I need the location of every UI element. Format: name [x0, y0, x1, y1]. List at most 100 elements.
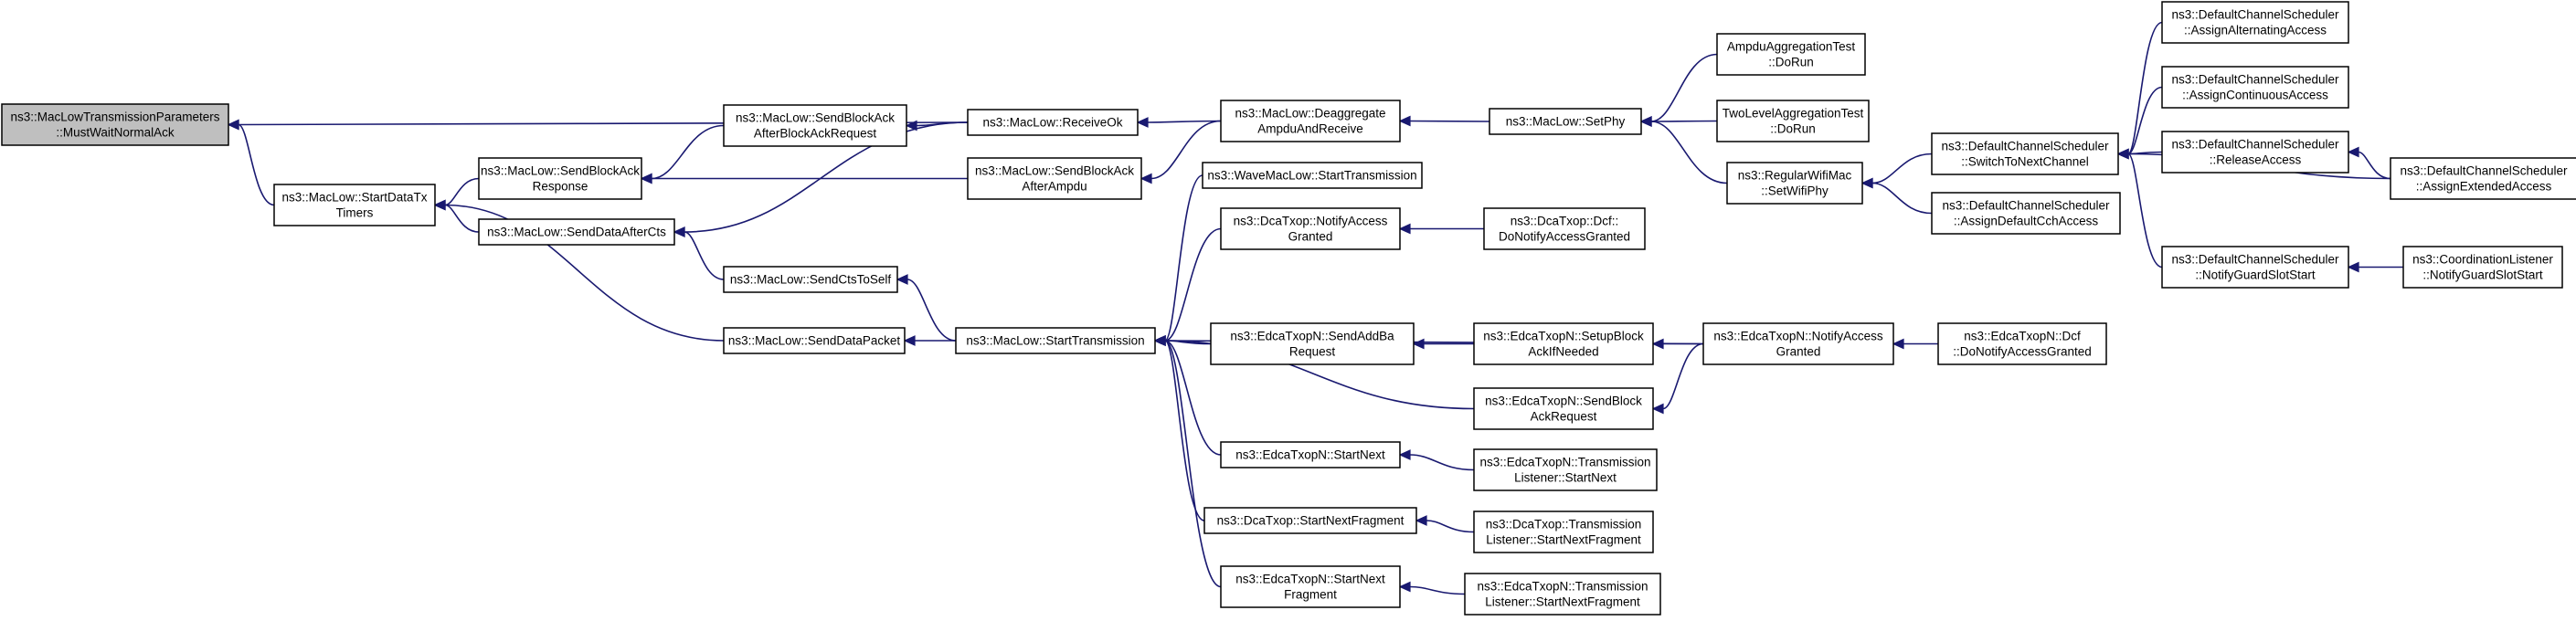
arrowhead [1136, 117, 1149, 128]
edge-line [2127, 153, 2163, 268]
node-label: ns3::DefaultChannelScheduler [2171, 138, 2339, 152]
graph-node-dca-start-next-fragment[interactable]: ns3::DcaTxop::StartNextFragment [1203, 507, 1417, 534]
node-label: ::DoRun [1768, 56, 1814, 69]
arrowhead [1140, 173, 1152, 184]
graph-node-regular-wifi-mac[interactable]: ns3::RegularWifiMac::SetWifiPhy [1726, 162, 1863, 205]
node-box [1931, 132, 2119, 175]
graph-node-receive-ok[interactable]: ns3::MacLow::ReceiveOk [967, 109, 1139, 136]
node-box [1203, 507, 1417, 534]
edge-line [1426, 520, 1475, 533]
edge-regularWifiMac-to-setPhy [1639, 116, 1728, 184]
graph-node-edca-notify-access[interactable]: ns3::EdcaTxopN::NotifyAccessGranted [1702, 322, 1894, 365]
graph-node-ampdu-test[interactable]: AmpduAggregationTest::DoRun [1716, 33, 1866, 76]
graph-node-assign-alternating[interactable]: ns3::DefaultChannelScheduler::AssignAlte… [2161, 1, 2349, 44]
graph-node-edca-start-next-fragment[interactable]: ns3::EdcaTxopN::StartNextFragment [1220, 565, 1401, 608]
arrowhead [1412, 338, 1425, 350]
node-box [1473, 322, 1654, 365]
node-label: Listener::StartNextFragment [1486, 533, 1641, 547]
node-label: ns3::DcaTxop::Transmission [1486, 518, 1642, 532]
node-label: ns3::EdcaTxopN::SetupBlock [1483, 330, 1644, 343]
edge-line [1409, 585, 1466, 595]
graph-node-coord-listener[interactable]: ns3::CoordinationListener::NotifyGuardSl… [2402, 246, 2563, 289]
node-label: ns3::RegularWifiMac [1738, 169, 1852, 183]
edge-line [1650, 53, 1718, 122]
graph-node-root[interactable]: ns3::MacLowTransmissionParameters::MustW… [1, 103, 229, 146]
edge-line [1164, 340, 1222, 456]
node-label: AfterBlockAckRequest [754, 127, 877, 141]
node-label: ::NotifyGuardSlotStart [2422, 268, 2543, 282]
graph-node-assign-extended[interactable]: ns3::DefaultChannelScheduler::AssignExte… [2390, 157, 2576, 200]
graph-node-wave-start-tx[interactable]: ns3::WaveMacLow::StartTransmission [1202, 162, 1423, 189]
graph-node-edca-dcf-do-notify[interactable]: ns3::EdcaTxopN::Dcf::DoNotifyAccessGrant… [1937, 322, 2107, 365]
graph-node-switch-to-next-channel[interactable]: ns3::DefaultChannelScheduler::SwitchToNe… [1931, 132, 2119, 175]
graph-node-notify-guard-slot-start[interactable]: ns3::DefaultChannelScheduler::NotifyGuar… [2161, 246, 2349, 289]
node-label: ns3::MacLow::StartTransmission [966, 334, 1144, 348]
node-box [967, 157, 1142, 200]
graph-node-dca-notify-access-granted[interactable]: ns3::DcaTxop::NotifyAccessGranted [1220, 207, 1401, 250]
edge-line [1650, 121, 1728, 184]
node-label: AmpduAndReceive [1257, 122, 1363, 136]
node-label: ns3::DcaTxop::StartNextFragment [1217, 514, 1405, 528]
graph-node-assign-default-cch[interactable]: ns3::DefaultChannelScheduler::AssignDefa… [1931, 192, 2121, 235]
node-label: ns3::DcaTxop::NotifyAccess [1234, 215, 1388, 228]
graph-node-assign-continuous[interactable]: ns3::DefaultChannelScheduler::AssignCont… [2161, 66, 2349, 109]
graph-node-dcf-do-notify[interactable]: ns3::DcaTxop::Dcf::DoNotifyAccessGranted [1483, 207, 1646, 250]
graph-node-set-phy[interactable]: ns3::MacLow::SetPhy [1489, 108, 1642, 135]
graph-node-send-data-packet[interactable]: ns3::MacLow::SendDataPacket [723, 327, 906, 354]
node-label: ns3::EdcaTxopN::NotifyAccess [1713, 330, 1883, 343]
node-label: AckRequest [1531, 410, 1597, 424]
graph-node-edca-tx-listener-fragment[interactable]: ns3::EdcaTxopN::TransmissionListener::St… [1464, 573, 1661, 616]
edges-layer [227, 21, 2403, 595]
node-label: ::SwitchToNextChannel [1961, 155, 2089, 169]
node-box [1220, 441, 1401, 468]
graph-node-send-cts-to-self[interactable]: ns3::MacLow::SendCtsToSelf [723, 266, 898, 293]
node-box [1220, 207, 1401, 250]
edge-sendBlockAckAfterAmpdu-to-sendBlockAckResponse [640, 173, 968, 184]
edge-line [444, 177, 480, 206]
node-label: ns3::EdcaTxopN::Dcf [1964, 330, 2081, 343]
node-label: Fragment [1284, 588, 1337, 602]
edge-edcaSetupBlockAck-to-edcaSendAddBa [1412, 338, 1474, 350]
node-box [1937, 322, 2107, 365]
node-label: ns3::EdcaTxopN::StartNext [1235, 448, 1385, 462]
node-box [1220, 565, 1401, 608]
node-box [955, 327, 1156, 354]
graph-node-two-level-test[interactable]: TwoLevelAggregationTest::DoRun [1716, 100, 1870, 142]
node-label: ns3::EdcaTxopN::SendAddBa [1230, 330, 1394, 343]
arrowhead [673, 226, 685, 237]
edge-line [1871, 182, 1933, 215]
node-box [1464, 573, 1661, 616]
graph-node-edca-tx-listener-start-next[interactable]: ns3::EdcaTxopN::TransmissionListener::St… [1473, 448, 1658, 491]
node-label: ::AssignExtendedAccess [2416, 180, 2552, 194]
graph-node-send-data-after-cts[interactable]: ns3::MacLow::SendDataAfterCts [478, 218, 675, 246]
edge-edcaNotifyAccess-to-edcaSetupBlockAck [1651, 338, 1703, 350]
graph-node-start-transmission[interactable]: ns3::MacLow::StartTransmission [955, 327, 1156, 354]
arrowhead [2347, 261, 2359, 273]
graph-node-release-access[interactable]: ns3::DefaultChannelScheduler::ReleaseAcc… [2161, 131, 2349, 174]
node-box [723, 327, 906, 354]
node-box [1931, 192, 2121, 235]
graph-node-dca-tx-listener-fragment[interactable]: ns3::DcaTxop::TransmissionListener::Star… [1473, 510, 1654, 553]
edge-line [1871, 153, 1933, 184]
arrowhead [1651, 338, 1664, 350]
node-label: Request [1289, 345, 1336, 359]
edge-line [444, 204, 480, 233]
graph-node-send-block-ack-after-block-ack-request[interactable]: ns3::MacLow::SendBlockAckAfterBlockAckRe… [723, 104, 907, 147]
node-label: ns3::MacLow::ReceiveOk [982, 116, 1122, 130]
node-label: Granted [1776, 345, 1821, 359]
node-label: ::NotifyGuardSlotStart [2195, 268, 2316, 282]
arrowhead [1398, 223, 1411, 235]
node-label: ::DoNotifyAccessGranted [1953, 345, 2092, 359]
arrowhead [1153, 335, 1166, 346]
node-label: ns3::DefaultChannelScheduler [1942, 199, 2110, 213]
edge-line [684, 231, 725, 280]
graph-node-edca-start-next[interactable]: ns3::EdcaTxopN::StartNext [1220, 441, 1401, 468]
edge-startDataTxTimers-to-root [227, 119, 275, 206]
